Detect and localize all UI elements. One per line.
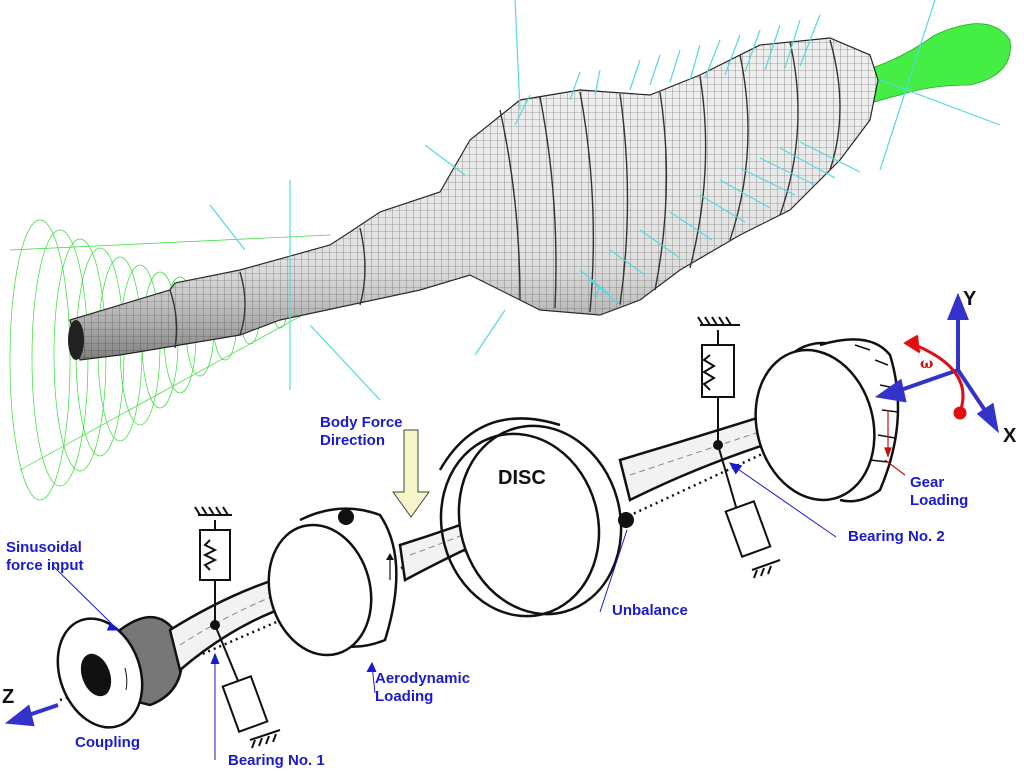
x-axis-label: X <box>1003 425 1017 447</box>
gear-disc <box>754 338 900 503</box>
bearing-1 <box>194 506 281 749</box>
body-force-label: Body Force Direction <box>320 414 403 450</box>
aerodynamic-loading-label: Aerodynamic Loading <box>375 670 470 706</box>
omega-label: ω <box>920 356 934 372</box>
bearing-2-label: Bearing No. 2 <box>848 528 945 545</box>
unbalance-label: Unbalance <box>612 602 688 619</box>
disc-label: DISC <box>498 467 546 489</box>
gear-loading-label: Gear Loading <box>910 474 968 510</box>
bearing-2 <box>697 316 781 579</box>
rotor-mesh <box>68 37 879 361</box>
gear-line2: Loading <box>910 492 969 509</box>
y-axis-label: Y <box>963 288 977 310</box>
sinusoidal-force-line2: force input <box>6 557 84 574</box>
leader-lines <box>51 462 837 760</box>
rotation-arrow <box>903 334 967 420</box>
green-mode-right <box>864 23 1011 106</box>
z-axis-label: Z <box>2 686 15 708</box>
coupling <box>56 615 184 729</box>
aerodynamic-line2: Loading <box>375 688 434 705</box>
aerodynamic-line1: Aerodynamic <box>375 670 471 687</box>
coordinate-axes <box>4 292 999 727</box>
body-force-line1: Body Force <box>320 414 403 431</box>
gear-loading-arrow <box>884 410 906 476</box>
sinusoidal-force-line1: Sinusoidal <box>6 539 82 556</box>
body-force-line2: Direction <box>320 432 386 449</box>
aerodynamic-disc <box>267 507 398 657</box>
gear-line1: Gear <box>910 474 945 491</box>
main-disc <box>438 417 634 618</box>
coupling-label: Coupling <box>75 734 140 751</box>
cyan-bending-mode-lines <box>209 0 1001 401</box>
bearing-1-label: Bearing No. 1 <box>228 752 325 769</box>
body-force-arrow <box>392 429 430 518</box>
sinusoidal-force-label: Sinusoidal force input <box>6 539 84 575</box>
